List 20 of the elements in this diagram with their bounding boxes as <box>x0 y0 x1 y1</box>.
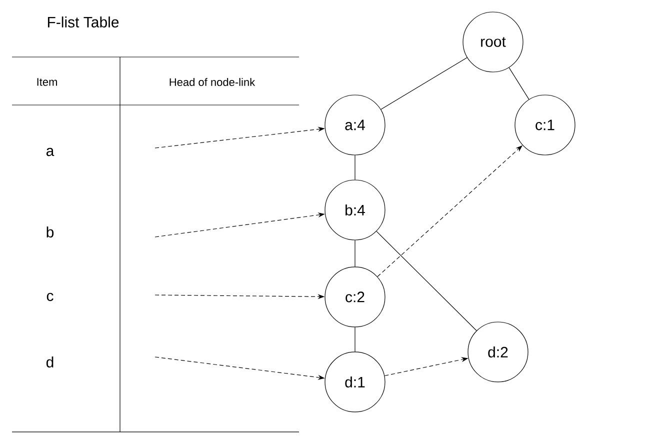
tree-node: c:2 <box>324 266 386 328</box>
tree-node: root <box>462 12 524 72</box>
table-title: F-list Table <box>48 16 119 28</box>
connector-line <box>380 57 468 110</box>
connector-line <box>354 240 356 267</box>
tree-node: a:4 <box>324 94 386 156</box>
tree-node: b:4 <box>324 180 386 240</box>
item-label: b <box>46 226 54 238</box>
item-label: a <box>46 148 54 156</box>
connector-line <box>354 327 356 352</box>
connector-line <box>354 155 356 180</box>
tree-node: d:2 <box>468 322 528 382</box>
column-header: Head of node-link <box>170 78 256 86</box>
item-label: d <box>46 356 54 368</box>
tree-node: d:1 <box>324 352 386 412</box>
connector-line <box>508 67 530 100</box>
item-label: c <box>46 292 54 302</box>
tree-node: c:1 <box>514 94 576 156</box>
connector-line <box>376 231 477 331</box>
column-header: Item <box>37 78 57 86</box>
